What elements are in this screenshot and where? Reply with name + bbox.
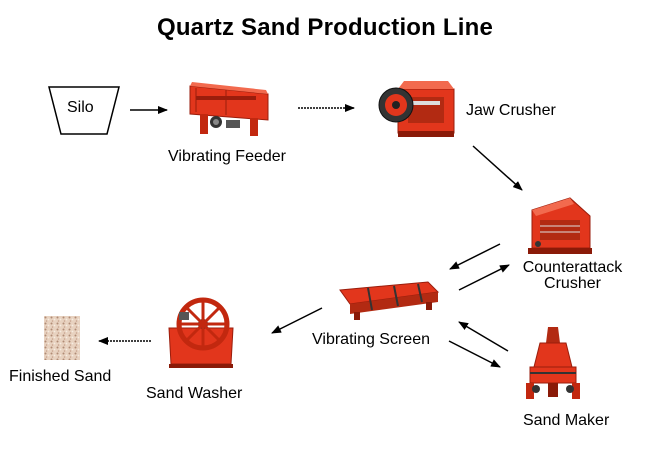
sand-maker-node bbox=[522, 325, 584, 401]
silo-icon bbox=[48, 86, 120, 135]
vibrating-screen-icon bbox=[339, 281, 440, 320]
vibrating-screen-label: Vibrating Screen bbox=[312, 331, 430, 348]
sand-washer-node bbox=[165, 294, 237, 370]
jaw-crusher-icon bbox=[378, 81, 455, 137]
silo-node bbox=[48, 86, 120, 136]
vibrating-feeder-icon bbox=[189, 82, 269, 136]
arrow-sandmaker-to-screen bbox=[458, 321, 509, 352]
arrow-screen-to-counterattack bbox=[458, 264, 510, 291]
sand-maker-icon bbox=[526, 327, 580, 399]
sand-washer-label: Sand Washer bbox=[146, 385, 243, 402]
finished-sand-label: Finished Sand bbox=[9, 368, 112, 385]
arrow-screen-to-washer bbox=[271, 307, 323, 334]
counterattack-crusher-node bbox=[524, 194, 594, 258]
counterattack-crusher-label-line1: Counterattack bbox=[522, 259, 623, 276]
vibrating-screen-node bbox=[338, 280, 440, 322]
counterattack-crusher-label: Counterattack Crusher bbox=[510, 260, 635, 292]
sand-washer-icon bbox=[168, 297, 234, 368]
jaw-crusher-label: Jaw Crusher bbox=[466, 102, 556, 119]
arrow-counterattack-to-screen bbox=[449, 243, 501, 270]
finished-sand-node bbox=[44, 316, 80, 360]
counterattack-crusher-icon bbox=[528, 197, 592, 254]
sand-maker-label: Sand Maker bbox=[523, 412, 610, 429]
diagram-title: Quartz Sand Production Line bbox=[156, 14, 494, 41]
jaw-crusher-node bbox=[378, 75, 458, 141]
finished-sand-icon bbox=[44, 316, 80, 360]
counterattack-crusher-label-line2: Crusher bbox=[544, 275, 601, 292]
arrow-jaw-to-counterattack bbox=[472, 145, 523, 191]
arrow-screen-to-sandmaker bbox=[448, 340, 501, 368]
vibrating-feeder-label: Vibrating Feeder bbox=[168, 148, 286, 165]
silo-label: Silo bbox=[67, 99, 94, 116]
vibrating-feeder-node bbox=[186, 80, 272, 138]
